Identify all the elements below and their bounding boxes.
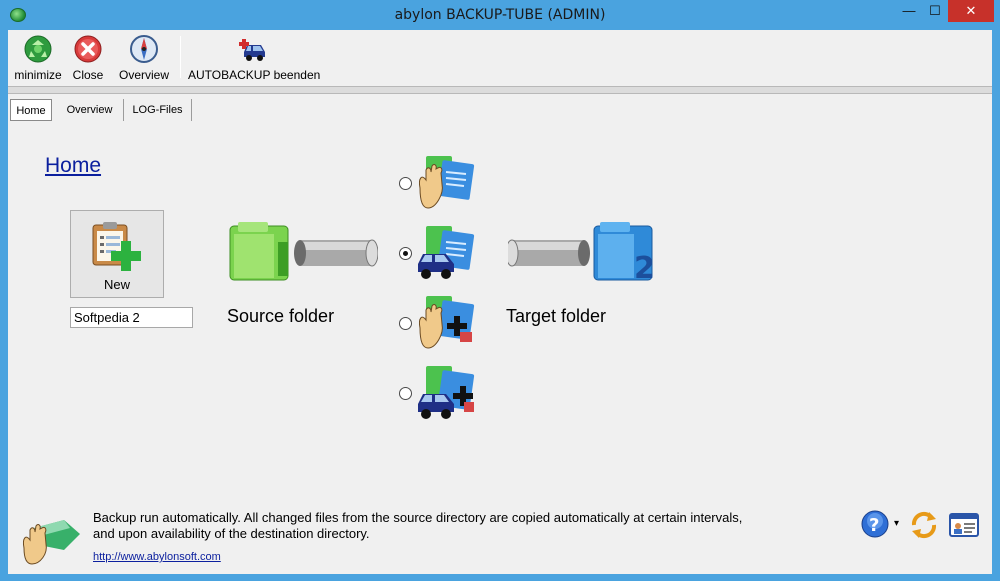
- car-icon: [239, 39, 265, 61]
- refresh-button[interactable]: [908, 509, 940, 541]
- svg-text:?: ?: [869, 515, 879, 536]
- svg-text:2: 2: [634, 251, 655, 284]
- refresh-icon: [911, 511, 937, 539]
- status-line-1: Backup run automatically. All changed fi…: [93, 510, 743, 525]
- tab-overview[interactable]: Overview: [56, 99, 124, 121]
- window-maximize-button[interactable]: ☐: [929, 3, 941, 18]
- minimize-label: minimize: [14, 68, 62, 82]
- autobackup-status-icon: [23, 520, 80, 565]
- mode-radio-manual-plus[interactable]: [399, 317, 412, 330]
- id-card-icon: [949, 513, 979, 537]
- status-description: Backup run automatically. All changed fi…: [93, 510, 793, 542]
- overview-button[interactable]: Overview: [116, 34, 172, 82]
- radio-selected-dot: [403, 251, 408, 256]
- status-line-2: and upon availability of the destination…: [93, 526, 370, 541]
- close-circle-icon: [74, 35, 102, 63]
- overview-label: Overview: [118, 68, 169, 82]
- toolbar-divider-strip: [8, 86, 992, 94]
- new-profile-label: New: [103, 277, 130, 292]
- auto-backup-plus-icon: [418, 366, 475, 419]
- page-title[interactable]: Home: [45, 154, 102, 177]
- new-profile-button[interactable]: New: [70, 210, 164, 298]
- chevron-down-icon: ▾: [894, 518, 900, 529]
- source-folder-icon: [229, 222, 378, 281]
- profile-name-input[interactable]: [70, 307, 193, 328]
- close-button[interactable]: Close: [68, 34, 108, 82]
- title-bar[interactable]: abylon BACKUP-TUBE (ADMIN) — ☐ ✕: [0, 0, 1000, 30]
- mode-radio-auto-plus[interactable]: [399, 387, 412, 400]
- target-folder-label: Target folder: [506, 306, 607, 326]
- close-label: Close: [72, 68, 104, 82]
- window-minimize-button[interactable]: —: [902, 3, 916, 18]
- registration-button[interactable]: [948, 509, 980, 541]
- tab-log-files[interactable]: LOG-Files: [124, 99, 192, 121]
- mode-radio-manual[interactable]: [399, 177, 412, 190]
- new-clipboard-icon: [92, 222, 141, 271]
- app-icon[interactable]: [10, 8, 26, 22]
- client-area: minimize Close Overview: [8, 30, 992, 574]
- target-folder-icon: 2: [508, 222, 655, 284]
- tab-home[interactable]: Home: [10, 99, 52, 121]
- source-folder-label: Source folder: [227, 306, 335, 326]
- help-button[interactable]: ? ▾: [860, 509, 906, 541]
- mode-radio-auto[interactable]: [399, 247, 412, 260]
- auto-backup-icon: [418, 226, 475, 279]
- help-icon: ?: [861, 510, 889, 538]
- toolbar-separator: [180, 36, 181, 78]
- window-title: abylon BACKUP-TUBE (ADMIN): [394, 7, 606, 23]
- minimize-button[interactable]: minimize: [12, 34, 64, 82]
- window-close-button[interactable]: ✕: [948, 0, 994, 22]
- compass-icon: [130, 35, 158, 63]
- autobackup-stop-button[interactable]: AUTOBACKUP beenden: [188, 34, 320, 82]
- website-link[interactable]: http://www.abylonsoft.com: [93, 551, 221, 563]
- manual-backup-plus-icon: [419, 296, 475, 349]
- autobackup-stop-label: AUTOBACKUP beenden: [188, 68, 321, 82]
- toolbar: minimize Close Overview: [8, 30, 992, 84]
- manual-backup-icon: [419, 156, 475, 209]
- recycle-icon: [24, 35, 52, 63]
